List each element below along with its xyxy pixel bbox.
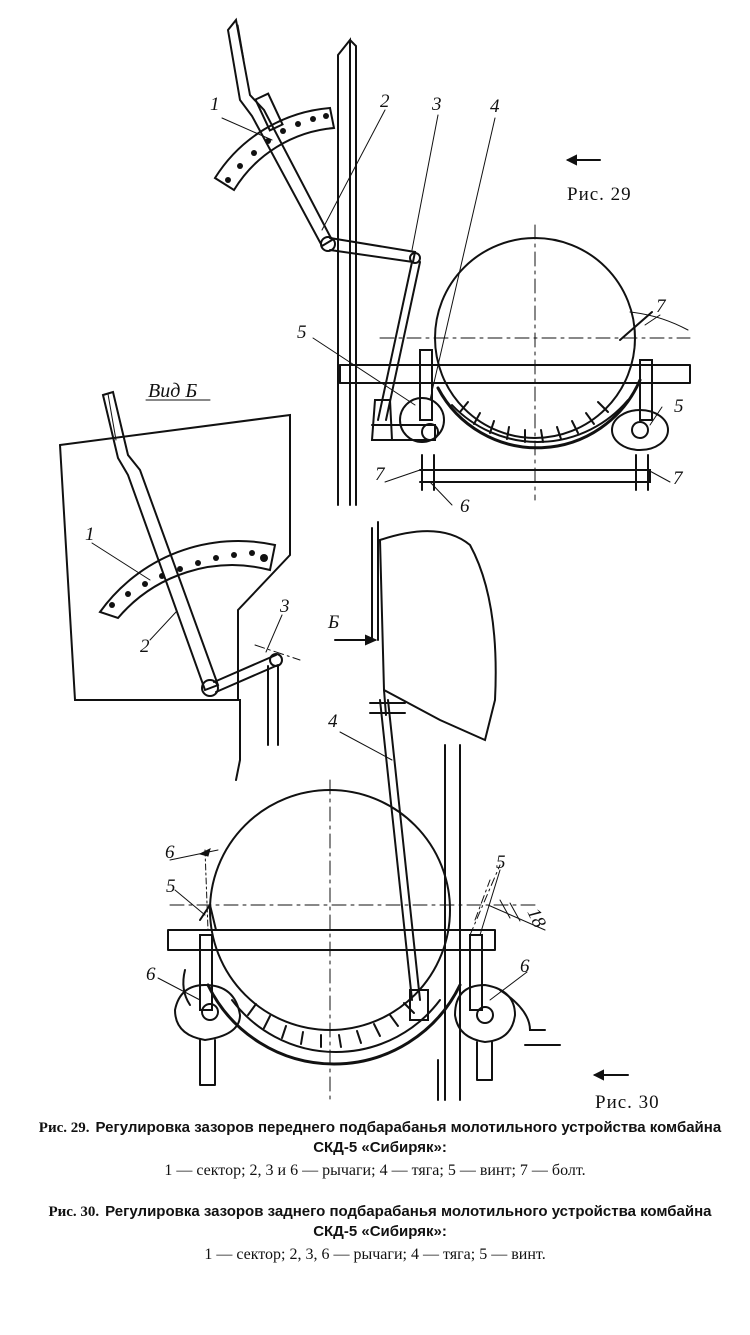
technical-drawing: 1 2 3 4 5 5 7 7 7 6 Рис. 29 Вид Б — [59, 17, 691, 1110]
figure-30: Б 4 5 5 6 6 6 18 Рис. 30 — [146, 521, 660, 1110]
callout-screw-left-30: 5 — [166, 876, 176, 897]
view-b-arrow — [334, 634, 378, 646]
caption-fig-number-30: Рис. 30. — [48, 1204, 100, 1220]
dimension-18 — [487, 899, 546, 931]
callout-bolt-left-29: 7 — [375, 464, 386, 485]
caption-text-30: Регулировка зазоров заднего подбарабанья… — [105, 1203, 712, 1240]
linkage-29 — [320, 236, 439, 441]
frame-post-29 — [337, 37, 357, 506]
lever-29 — [226, 17, 334, 248]
figure-29: 1 2 3 4 5 5 7 7 7 6 Рис. 29 — [210, 17, 691, 517]
concave-29 — [436, 378, 642, 450]
callout-rod-29: 3 — [431, 94, 442, 115]
callout-lever6-29: 6 — [460, 496, 470, 517]
callout-link-b: 3 — [279, 596, 290, 617]
callout-bolt-top-29: 7 — [656, 296, 667, 317]
bolt-29 — [619, 311, 689, 341]
leader-lines-29 — [221, 109, 671, 506]
caption-text-29: Регулировка зазоров переднего подбарабан… — [95, 1119, 722, 1156]
direction-arrow-30 — [592, 1069, 629, 1081]
callout-pull-rod-29: 4 — [490, 96, 500, 117]
sector-29 — [213, 106, 336, 192]
caption-fig-30: Рис. 30. Регулировка зазоров заднего подб… — [0, 1202, 750, 1264]
dimension-6-value: 6 — [165, 842, 175, 863]
callout-lever-right-30: 6 — [520, 956, 530, 977]
figure-label-29: Рис. 29 — [567, 184, 632, 205]
dimension-18-value: 18 — [523, 905, 550, 932]
caption-fig-29: Рис. 29. Регулировка зазоров переднего по… — [0, 1118, 750, 1180]
view-b: Вид Б 1 2 3 — [59, 380, 301, 781]
dimension-6 — [169, 848, 219, 931]
caption-legend-30: 1 — сектор; 2, 3, 6 — рычаги; 4 — тяга; … — [204, 1246, 546, 1263]
beam-29 — [339, 364, 691, 384]
caption-title-30: Рис. 30. Регулировка зазоров заднего подб… — [0, 1202, 750, 1242]
caption-title-29: Рис. 29. Регулировка зазоров переднего по… — [0, 1118, 750, 1158]
callout-lever-29: 2 — [380, 91, 390, 112]
callout-sector-29: 1 — [210, 94, 220, 115]
callout-bolt-right-29: 7 — [673, 468, 684, 489]
callout-screw-right-29: 5 — [674, 396, 684, 417]
caption-legend-29: 1 — сектор; 2, 3 и 6 — рычаги; 4 — тяга;… — [164, 1162, 586, 1179]
callout-rod-30: 4 — [328, 711, 338, 732]
callout-screw-right-30: 5 — [496, 852, 506, 873]
caption-fig-number-29: Рис. 29. — [38, 1120, 90, 1136]
callout-view-b-arrow: Б — [327, 612, 339, 633]
callout-lever-left-30: 6 — [146, 964, 156, 985]
figure-label-30: Рис. 30 — [595, 1092, 660, 1110]
direction-arrow-29 — [565, 154, 601, 166]
hangers-29 — [399, 349, 669, 491]
callout-screw-left-29: 5 — [297, 322, 307, 343]
callout-lever-b: 2 — [140, 636, 150, 657]
drum-29 — [379, 224, 691, 501]
view-b-title: Вид Б — [148, 380, 197, 402]
captions: Рис. 29. Регулировка зазоров переднего по… — [0, 1118, 750, 1286]
callout-sector-b: 1 — [85, 524, 95, 545]
